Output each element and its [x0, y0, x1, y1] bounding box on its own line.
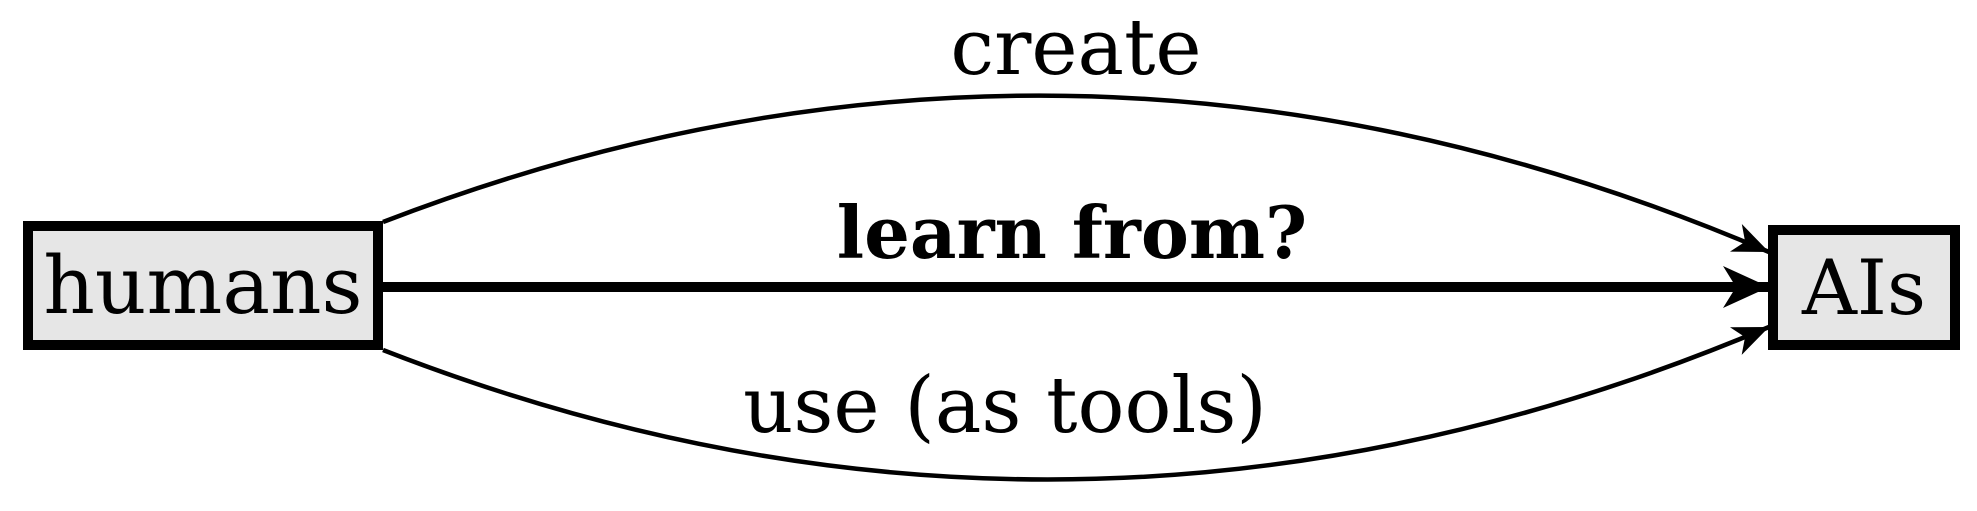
- use-arrow: [382, 324, 1770, 482]
- learn-from-edge-label: learn from?: [836, 190, 1308, 275]
- node-humans-label: humans: [43, 238, 363, 332]
- create-arrow: [382, 93, 1770, 255]
- node-ais: AIs: [1768, 225, 1960, 350]
- node-ais-label: AIs: [1802, 242, 1926, 332]
- node-humans: humans: [23, 221, 383, 350]
- use-edge-label: use (as tools): [743, 361, 1267, 451]
- create-edge-label: create: [950, 3, 1202, 93]
